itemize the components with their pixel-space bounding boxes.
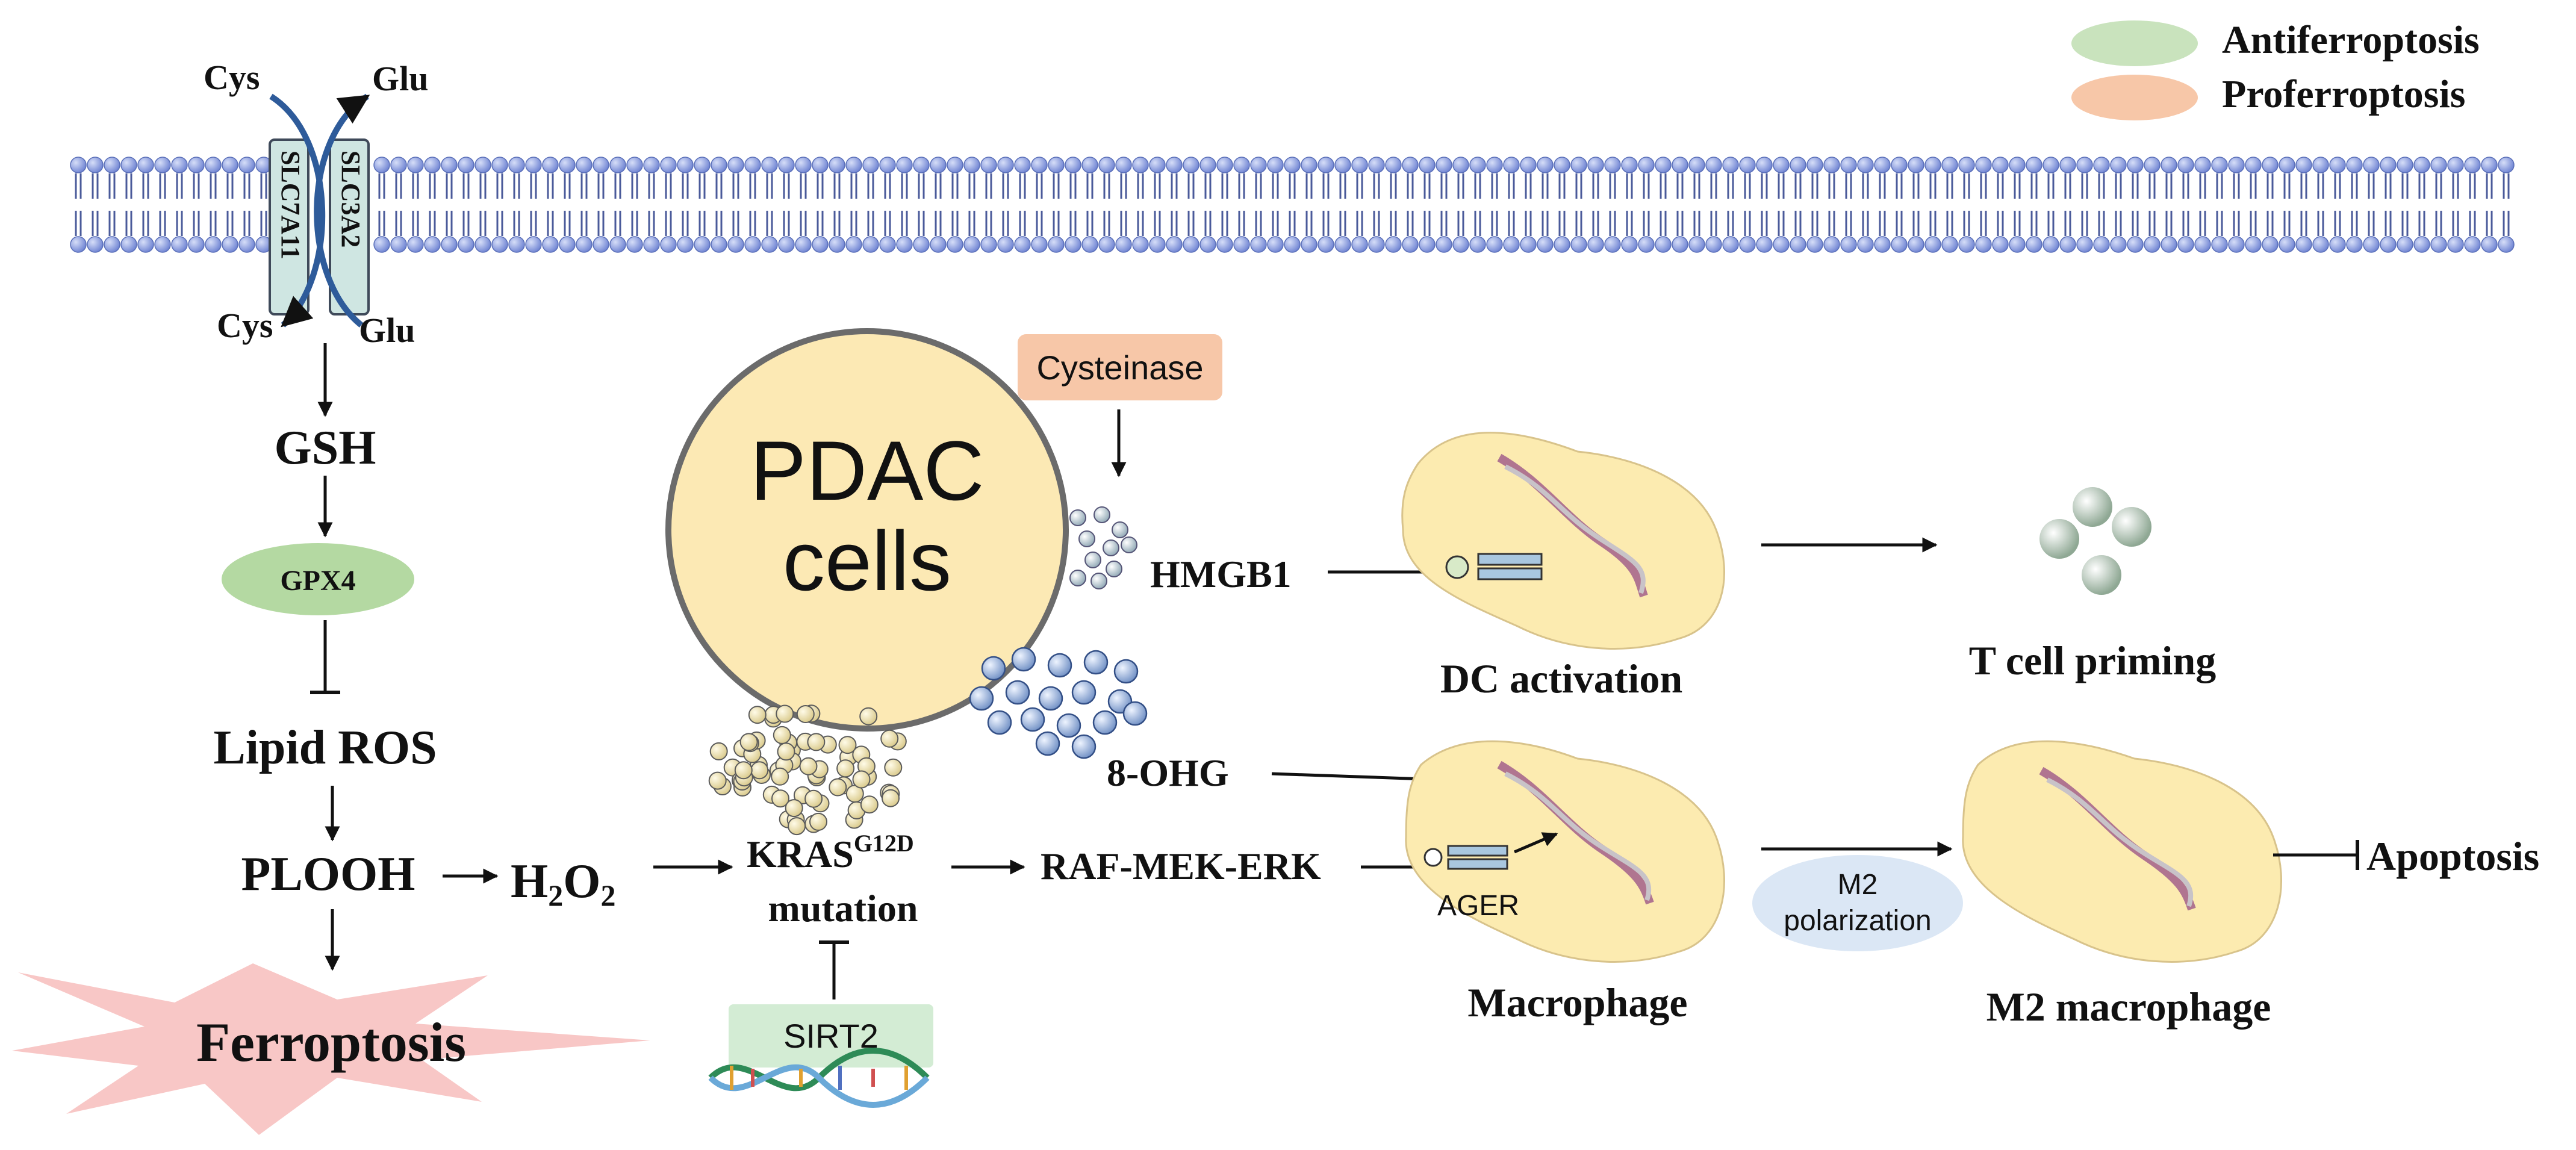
pdac-label-line2: cells (783, 514, 951, 608)
kras-label: KRASG12D (747, 830, 914, 875)
cysteinase-box (1018, 334, 1222, 400)
dc-receptor-lower (1477, 567, 1543, 580)
immune-section: DC activation T cell priming AGER Macrop… (1401, 432, 2539, 1030)
cell-membrane (70, 157, 2515, 253)
hmgb1-particles (1069, 506, 1137, 589)
ferroptosis-label: Ferroptosis (196, 1012, 466, 1073)
apoptosis-label: Apoptosis (2366, 833, 2539, 879)
ager-receptor-lower (1447, 858, 1508, 870)
gpx4-label: GPX4 (280, 565, 355, 597)
pdac-label-line1: PDAC (750, 423, 985, 518)
ager-label: AGER (1437, 890, 1519, 922)
plooh-label: PLOOH (241, 848, 415, 901)
legend-proferroptosis: Proferroptosis (2222, 72, 2465, 116)
m2-polarization-line2: polarization (1784, 905, 1931, 937)
gsh-label: GSH (275, 421, 376, 474)
glu-export-arrow (314, 93, 370, 328)
hmgb1-receptor-ligand (1445, 555, 1469, 579)
macrophage-dna-strand-2 (1504, 771, 1652, 901)
ager-receptor (1447, 845, 1508, 857)
ferroptosis-pathway: GSH GPX4 Lipid ROS PLOOH H2O2 Ferroptosi… (12, 343, 650, 1135)
kras-particles (708, 704, 907, 836)
dc-dna-strand-2 (1504, 464, 1646, 594)
t-cell-icon (2039, 487, 2151, 595)
proferroptosis-swatch (2071, 75, 2198, 120)
glu-bottom-label: Glu (359, 311, 415, 350)
mutation-label: mutation (768, 887, 918, 930)
dc-cell-shape (1401, 432, 1725, 650)
ager-ligand (1423, 848, 1443, 867)
pdac-cell (665, 328, 1069, 732)
macrophage-cell-shape (1405, 740, 1725, 963)
dc-receptor (1477, 553, 1543, 566)
cys-import-arrow (269, 93, 326, 328)
cys-bottom-label: Cys (217, 306, 273, 345)
hmgb1-label: HMGB1 (1150, 553, 1292, 595)
legend-antiferroptosis: Antiferroptosis (2222, 18, 2480, 62)
cys-top-label: Cys (204, 58, 260, 97)
antiferroptosis-swatch (2071, 20, 2198, 66)
m2-polarization-line1: M2 (1838, 869, 1878, 901)
8-ohg-label: 8-OHG (1107, 751, 1229, 794)
8-ohg-particles (969, 647, 1148, 759)
raf-mek-erk-label: RAF-MEK-ERK (1041, 845, 1321, 887)
ferroptosis-burst (12, 963, 650, 1135)
slc7a11-slc3a2-transporter: SLC7A11 SLC3A2 Cys Glu Cys Glu (204, 58, 429, 350)
arrow-ager-to-nucleus (1514, 832, 1558, 854)
dc-activation-label: DC activation (1440, 656, 1682, 701)
slc3a2-label: SLC3A2 (336, 151, 366, 247)
pdac-section: PDAC cells Cysteinase HMGB1 8-OHG KRASG1… (653, 328, 1444, 1108)
legend: Antiferroptosis Proferroptosis (2071, 18, 2480, 120)
glu-top-label: Glu (372, 59, 429, 98)
m2-macrophage-label: M2 macrophage (1986, 984, 2271, 1030)
t-cell-priming-label: T cell priming (1969, 638, 2217, 683)
lipid-ros-label: Lipid ROS (213, 721, 437, 774)
h2o2-label: H2O2 (511, 855, 615, 912)
dna-helix-icon (708, 1048, 930, 1108)
m2-polarization-node (1752, 855, 1963, 951)
gpx4-node (222, 543, 414, 615)
sirt2-label: SIRT2 (783, 1017, 879, 1055)
cysteinase-label: Cysteinase (1036, 349, 1203, 387)
macrophage-label: Macrophage (1467, 980, 1687, 1025)
m2-macrophage-cell-shape (1962, 740, 2282, 963)
slc7a11-label: SLC7A11 (276, 151, 305, 260)
m2-dna-strand-2 (2046, 777, 2194, 907)
